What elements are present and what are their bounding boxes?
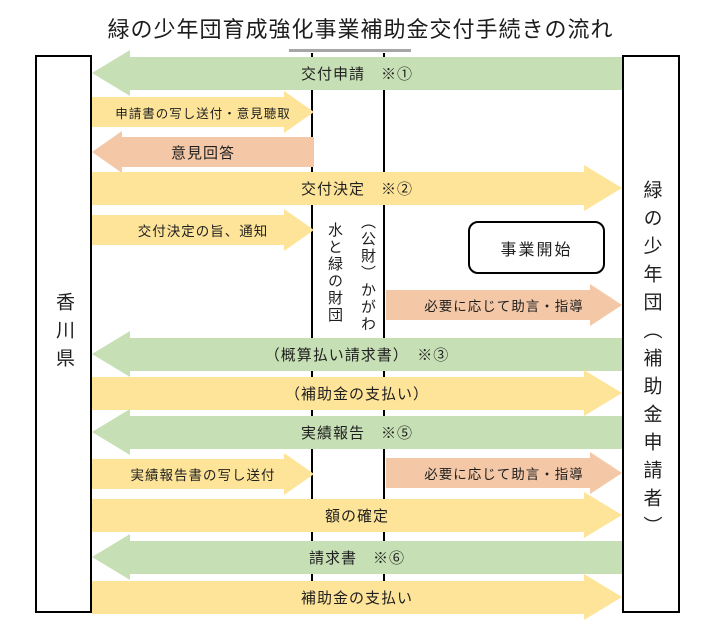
arrow-head-right-icon: [590, 284, 622, 326]
arrow-label: 補助金の支払い: [300, 590, 413, 607]
middle-entity-line1: （公財）かがわ: [359, 213, 375, 333]
arrow-label: 交付決定 ※②: [300, 181, 413, 198]
arrow-label: 請求書 ※⑥: [308, 550, 405, 567]
arrow-head-right-icon: [584, 165, 622, 211]
arrow-body: [92, 459, 285, 489]
arrow-body: [129, 415, 622, 449]
page-title: 緑の少年団育成強化事業補助金交付手続きの流れ: [107, 17, 614, 42]
arrow-head-right-icon: [584, 574, 622, 620]
arrow-grant-decision: 交付決定 ※②: [92, 165, 622, 211]
arrow-head-right-icon: [284, 91, 314, 133]
arrow-label: 交付決定の旨、通知: [137, 224, 269, 239]
arrow-body: [386, 290, 591, 320]
arrow-invoice: 請求書 ※⑥: [92, 534, 622, 580]
arrow-label: 額の確定: [324, 508, 389, 525]
middle-column-line-right: [383, 53, 385, 613]
arrow-body: [92, 97, 285, 127]
arrow-subsidy-payment: 補助金の支払い: [92, 574, 622, 620]
arrow-label: 実績報告 ※⑤: [300, 425, 413, 442]
arrow-send-application-copy: 申請書の写し送付・意見聴取: [92, 91, 314, 133]
arrow-grant-decision-notice: 交付決定の旨、通知: [92, 209, 314, 251]
arrow-label: 必要に応じて助言・指導: [424, 299, 584, 314]
arrow-body: [129, 540, 622, 574]
arrow-label: （補助金の支払い）: [284, 386, 429, 403]
arrow-body: [121, 137, 314, 167]
arrow-label: 必要に応じて助言・指導: [424, 467, 584, 482]
arrow-head-left-icon: [92, 50, 130, 96]
arrow-body: [92, 498, 585, 532]
right-entity-label: 緑の少年団（補助金申請者）: [640, 179, 662, 544]
arrow-opinion-reply: 意見回答: [92, 131, 314, 173]
arrow-head-left-icon: [92, 131, 122, 173]
arrow-head-right-icon: [284, 209, 314, 251]
middle-entity-label: （公財）かがわ 水と緑の財団: [313, 207, 383, 339]
arrow-head-right-icon: [590, 452, 622, 494]
event-box-label: 事業開始: [500, 241, 573, 259]
event-box: 事業開始: [468, 221, 605, 274]
arrow-body: [92, 580, 585, 614]
arrow-head-right-icon: [584, 492, 622, 538]
arrow-body: [92, 171, 585, 205]
arrow-subsidy-payment-provisional: （補助金の支払い）: [92, 370, 622, 416]
arrow-amount-determination: 額の確定: [92, 492, 622, 538]
arrow-label: （概算払い請求書） ※③: [264, 347, 450, 364]
arrow-provisional-payment-invoice: （概算払い請求書） ※③: [92, 331, 622, 377]
middle-column-line-left: [311, 53, 313, 613]
arrow-head-left-icon: [92, 534, 130, 580]
arrow-results-report: 実績報告 ※⑤: [92, 409, 622, 455]
arrow-label: 意見回答: [170, 145, 235, 162]
arrow-head-left-icon: [92, 331, 130, 377]
arrow-head-left-icon: [92, 409, 130, 455]
left-entity-box: 香川県: [35, 55, 92, 613]
arrow-body: [129, 56, 622, 90]
arrow-body: [92, 376, 585, 410]
arrow-head-right-icon: [584, 370, 622, 416]
arrow-label: 実績報告書の写し送付: [130, 468, 276, 483]
arrow-body: [386, 458, 591, 488]
arrow-body: [92, 215, 285, 245]
arrow-advice-guidance-2: 必要に応じて助言・指導: [386, 452, 622, 494]
right-entity-box: 緑の少年団（補助金申請者）: [622, 55, 680, 613]
arrow-grant-application: 交付申請 ※①: [92, 50, 622, 96]
middle-column-top-shadow: [289, 49, 411, 52]
arrow-results-report-copy: 実績報告書の写し送付: [92, 453, 314, 495]
arrow-label: 交付申請 ※①: [300, 66, 413, 83]
arrow-label: 申請書の写し送付・意見聴取: [115, 106, 291, 121]
left-entity-label: 香川県: [53, 292, 74, 376]
middle-entity-line2: 水と緑の財団: [326, 222, 342, 324]
arrow-advice-guidance-1: 必要に応じて助言・指導: [386, 284, 622, 326]
arrow-head-right-icon: [284, 453, 314, 495]
arrow-body: [129, 337, 622, 371]
